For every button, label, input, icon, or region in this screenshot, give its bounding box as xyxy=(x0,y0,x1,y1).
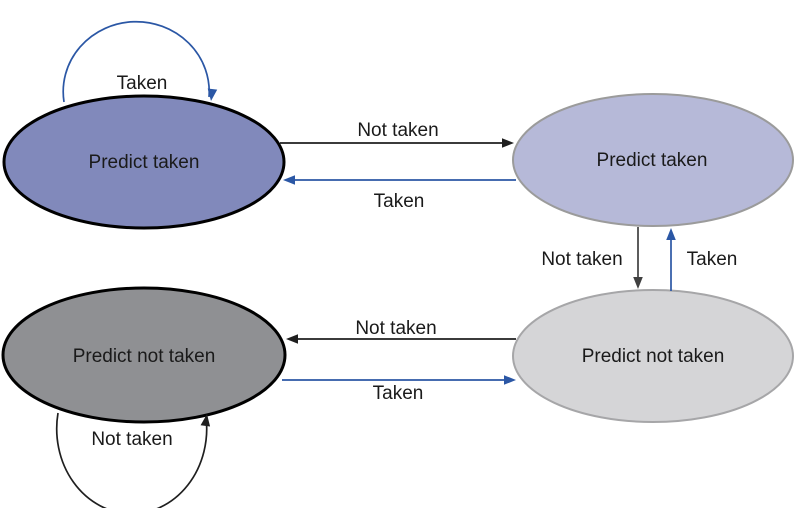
state-ellipse-bottom-right xyxy=(512,289,794,423)
state-label-bottom-right: Predict not taken xyxy=(582,346,725,367)
transition-label-top-right-to-bottom-right: Not taken xyxy=(541,249,622,270)
transition-label-bottom-left-self: Not taken xyxy=(91,429,172,450)
state-ellipse-top-right xyxy=(512,93,794,227)
transition-arc-bottom-left-self xyxy=(55,412,208,508)
state-ellipse-bottom-left xyxy=(1,286,287,424)
state-ellipse-top-left xyxy=(2,94,286,230)
transition-label-top-left-to-top-right: Not taken xyxy=(357,120,438,141)
state-label-top-left: Predict taken xyxy=(89,152,200,173)
arrowhead-top-left-to-top-right xyxy=(502,138,514,148)
arrowhead-bottom-left-to-bottom-right xyxy=(504,375,516,385)
transition-label-bottom-right-to-bottom-left: Not taken xyxy=(355,318,436,339)
transition-label-top-right-to-top-left: Taken xyxy=(374,191,425,212)
transition-arc-top-left-self xyxy=(62,20,211,103)
arrowhead-top-right-to-bottom-right xyxy=(633,277,643,289)
state-label-top-right: Predict taken xyxy=(597,150,708,171)
arrowhead-bottom-left-self xyxy=(200,414,211,427)
state-label-bottom-left: Predict not taken xyxy=(73,346,216,367)
transition-label-bottom-right-to-top-right: Taken xyxy=(687,249,738,270)
arrowhead-bottom-right-to-bottom-left xyxy=(286,334,298,344)
arrowhead-top-left-self xyxy=(207,88,218,101)
arrowhead-bottom-right-to-top-right xyxy=(666,228,676,240)
transition-label-bottom-left-to-bottom-right: Taken xyxy=(373,383,424,404)
transition-label-top-left-self: Taken xyxy=(117,73,168,94)
arrowhead-top-right-to-top-left xyxy=(283,175,295,185)
